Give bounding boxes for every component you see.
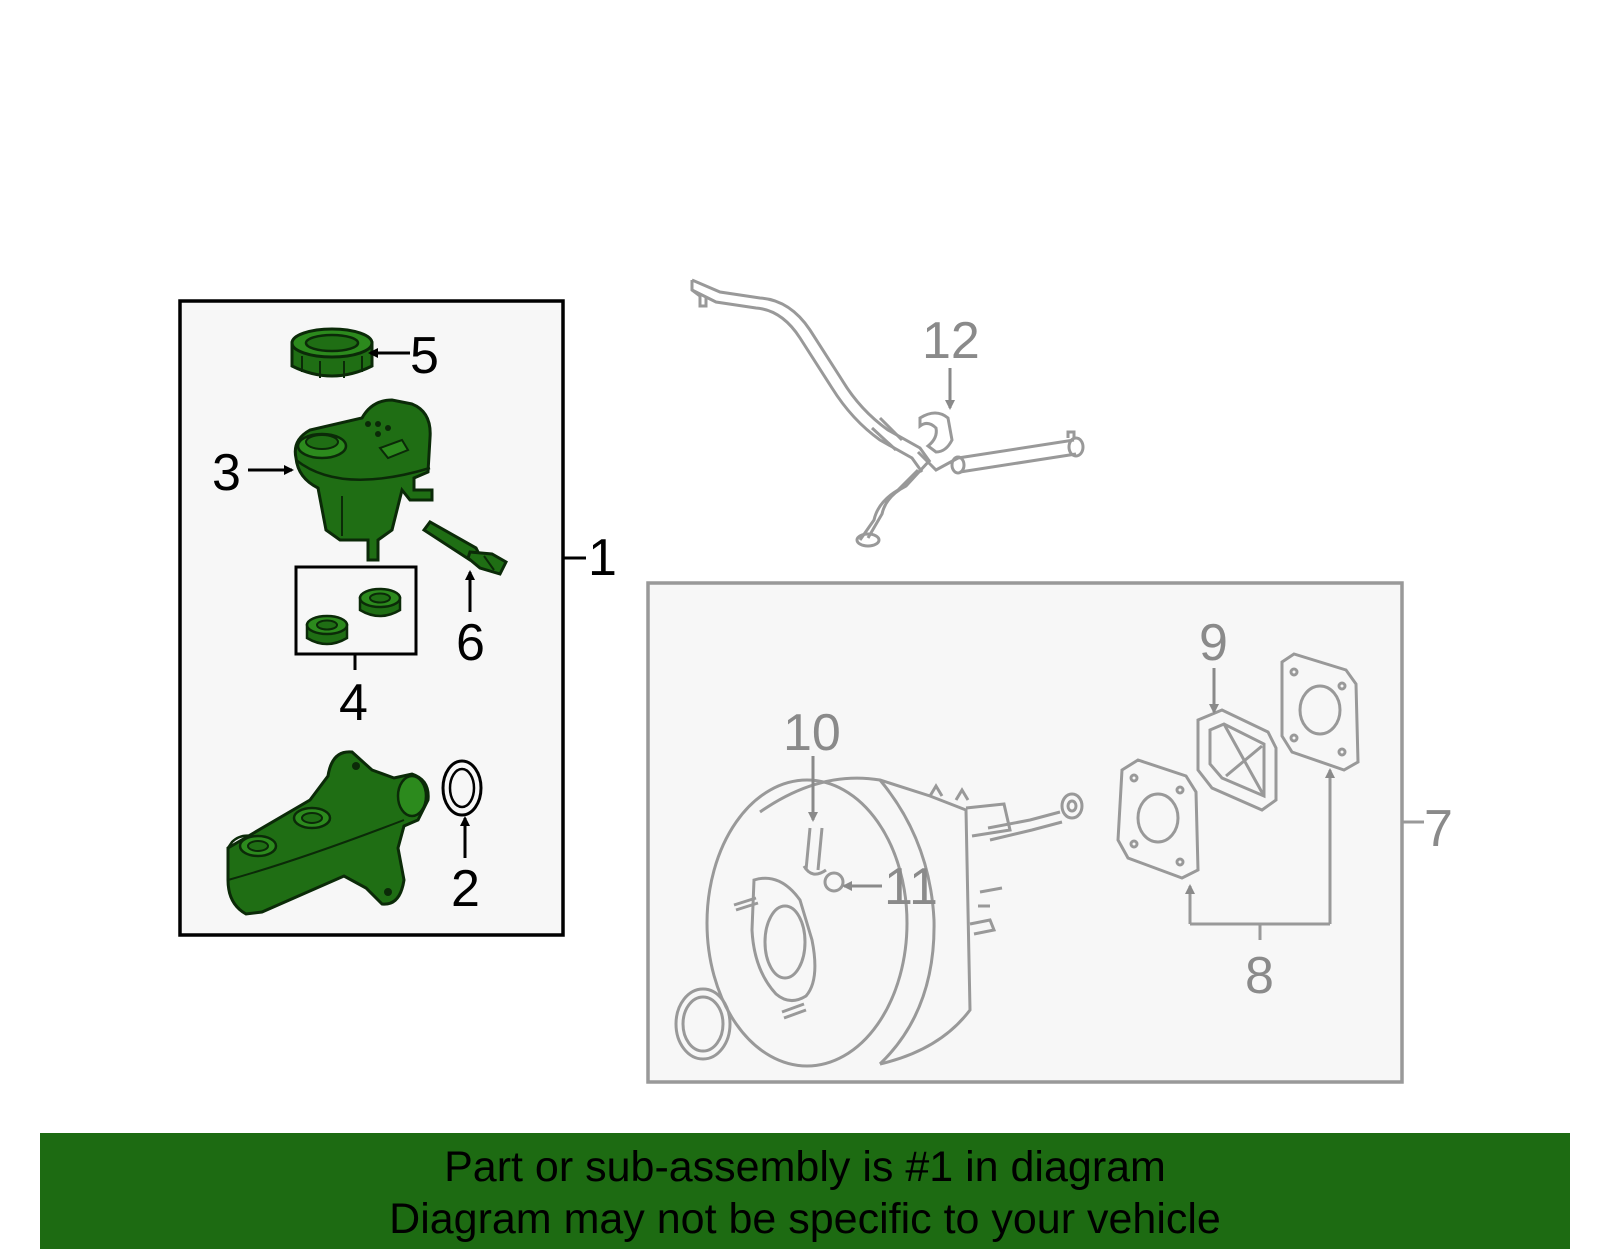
fluid-level-sensor-part-6[interactable]: [421, 520, 508, 576]
part-label-5: 5: [410, 327, 439, 385]
o-ring-part-2[interactable]: [441, 759, 483, 817]
part-label-7: 7: [1424, 800, 1453, 858]
part-label-11: 11: [884, 858, 938, 916]
gasket-part-8[interactable]: [1280, 652, 1360, 772]
master-cylinder-body[interactable]: [226, 750, 430, 916]
part-label-6: 6: [456, 614, 485, 672]
grommet: [305, 614, 349, 646]
part-label-12: 12: [922, 312, 980, 370]
banner-line-1: Part or sub-assembly is #1 in diagram: [444, 1143, 1166, 1191]
banner-line-2: Diagram may not be specific to your vehi…: [389, 1195, 1221, 1243]
notice-banner: Part or sub-assembly is #1 in diagram Di…: [40, 1133, 1570, 1249]
part-label-4: 4: [339, 674, 368, 732]
booster-seal-ring[interactable]: [674, 987, 732, 1061]
brake-booster[interactable]: [705, 776, 1084, 1068]
part-label-1: 1: [588, 529, 617, 587]
spacer-part-9[interactable]: [1196, 708, 1278, 812]
callout-8: [1185, 768, 1335, 940]
part-label-3: 3: [212, 444, 241, 502]
vacuum-hose-part-12[interactable]: [690, 278, 1085, 548]
part-label-9: 9: [1199, 614, 1228, 672]
gasket-part-8[interactable]: [1116, 758, 1200, 880]
fluid-reservoir-part-3[interactable]: [293, 398, 434, 562]
part-label-8: 8: [1245, 947, 1274, 1005]
part-label-10: 10: [783, 704, 841, 762]
reservoir-cap-part-5[interactable]: [290, 327, 374, 378]
part-label-2: 2: [451, 860, 480, 918]
grommet: [358, 587, 402, 618]
